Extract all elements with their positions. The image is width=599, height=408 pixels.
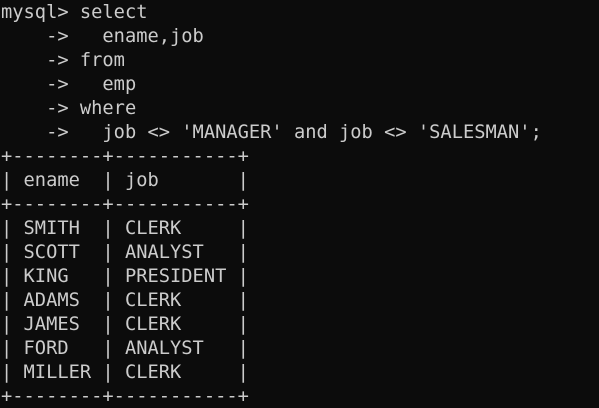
- table-row: | SCOTT | ANALYST |: [1, 240, 590, 264]
- query-text: -> ename,job: [1, 25, 204, 47]
- table-border: +--------+-----------+: [1, 145, 249, 167]
- table-row-text: | KING | PRESIDENT |: [1, 265, 249, 287]
- table-row-text: | MILLER | CLERK |: [1, 361, 249, 383]
- query-line-5: -> where: [1, 96, 590, 120]
- table-row-text: | SCOTT | ANALYST |: [1, 241, 249, 263]
- table-row: | FORD | ANALYST |: [1, 336, 590, 360]
- table-border-top: +--------+-----------+: [1, 144, 590, 168]
- query-text: -> emp: [1, 73, 137, 95]
- query-line-4: -> emp: [1, 72, 590, 96]
- table-row-text: | JAMES | CLERK |: [1, 313, 249, 335]
- table-border-mid: +--------+-----------+: [1, 192, 590, 216]
- query-line-2: -> ename,job: [1, 24, 590, 48]
- query-text: -> job <> 'MANAGER' and job <> 'SALESMAN…: [1, 121, 542, 143]
- table-border: +--------+-----------+: [1, 385, 249, 407]
- table-border-bottom: +--------+-----------+: [1, 384, 590, 408]
- table-row: | JAMES | CLERK |: [1, 312, 590, 336]
- table-row-text: | FORD | ANALYST |: [1, 337, 249, 359]
- query-text: -> from: [1, 49, 125, 71]
- table-border: +--------+-----------+: [1, 193, 249, 215]
- table-row: | SMITH | CLERK |: [1, 216, 590, 240]
- query-line-3: -> from: [1, 48, 590, 72]
- query-text: mysql> select: [1, 1, 148, 23]
- table-row: | KING | PRESIDENT |: [1, 264, 590, 288]
- table-header-row: | ename | job |: [1, 168, 590, 192]
- query-text: -> where: [1, 97, 137, 119]
- table-row-text: | SMITH | CLERK |: [1, 217, 249, 239]
- query-line-6: -> job <> 'MANAGER' and job <> 'SALESMAN…: [1, 120, 590, 144]
- table-row: | MILLER | CLERK |: [1, 360, 590, 384]
- query-line-1: mysql> select: [1, 0, 590, 24]
- table-row: | ADAMS | CLERK |: [1, 288, 590, 312]
- table-row-text: | ADAMS | CLERK |: [1, 289, 249, 311]
- table-header: | ename | job |: [1, 169, 249, 191]
